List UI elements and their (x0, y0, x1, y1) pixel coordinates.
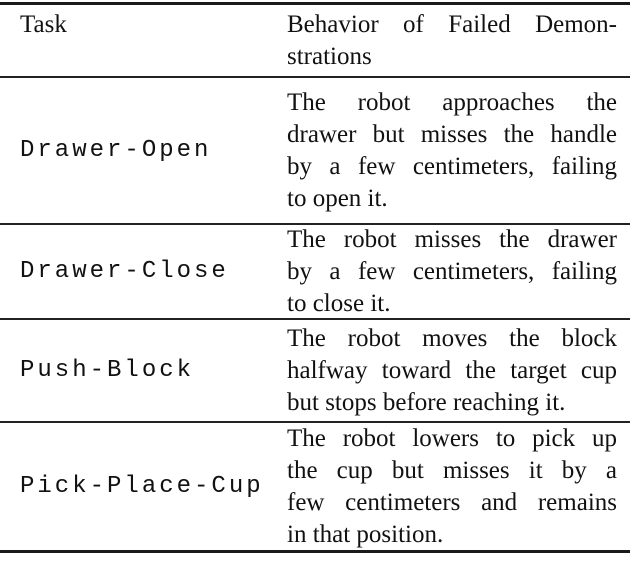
behavior-line: by a few centimeters, failing (287, 257, 617, 285)
task-cell: Pick-Place-Cup (0, 423, 287, 550)
behavior-description: The robot approaches the drawer but miss… (287, 87, 617, 215)
task-cell: Push-Block (0, 320, 287, 421)
behavior-line: to close it. (287, 289, 391, 317)
behavior-cell: The robot moves the block halfway toward… (287, 320, 630, 421)
table-row-drawer-open: Drawer-Open The robot approaches the dra… (0, 78, 630, 225)
behavior-line: to open it. (287, 184, 388, 212)
table-row-push-block: Push-Block The robot moves the block hal… (0, 320, 630, 423)
behavior-line: The robot lowers to pick up (287, 424, 617, 452)
behavior-line: halfway toward the target cup (287, 356, 617, 384)
task-name: Drawer-Close (20, 257, 229, 285)
behavior-cell: The robot approaches the drawer but miss… (287, 78, 630, 223)
behavior-cell: The robot misses the drawer by a few cen… (287, 225, 630, 318)
behavior-description: The robot moves the block halfway toward… (287, 323, 617, 419)
table-row-pick-place-cup: Pick-Place-Cup The robot lowers to pick … (0, 423, 630, 550)
header-task-cell: Task (0, 5, 287, 76)
header-behavior-cell: Behavior of Failed Demon- strations (287, 5, 630, 76)
task-name: Pick-Place-Cup (20, 472, 264, 500)
behavior-description: The robot misses the drawer by a few cen… (287, 224, 617, 320)
behavior-cell: The robot lowers to pick up the cup but … (287, 423, 630, 550)
table-row-drawer-close: Drawer-Close The robot misses the drawer… (0, 225, 630, 320)
failed-demonstrations-table: Task Behavior of Failed Demon- strations… (0, 2, 630, 553)
header-behavior-line: Behavior of Failed Demon- (287, 11, 617, 38)
behavior-line: the cup but misses it by a (287, 456, 617, 484)
task-name: Push-Block (20, 356, 195, 384)
header-task-label: Task (20, 11, 67, 38)
header-behavior-label: Behavior of Failed Demon- strations (287, 9, 617, 73)
task-name: Drawer-Open (20, 136, 212, 164)
behavior-line: The robot moves the block (287, 324, 617, 352)
table-header-row: Task Behavior of Failed Demon- strations (0, 5, 630, 78)
behavior-line: by a few centimeters, failing (287, 152, 617, 180)
task-cell: Drawer-Close (0, 225, 287, 318)
behavior-line: drawer but misses the handle (287, 120, 617, 148)
behavior-description: The robot lowers to pick up the cup but … (287, 423, 617, 551)
behavior-line: The robot misses the drawer (287, 225, 617, 253)
behavior-line: few centimeters and remains (287, 488, 617, 516)
task-cell: Drawer-Open (0, 78, 287, 223)
behavior-line: The robot approaches the (287, 88, 617, 116)
behavior-line: in that position. (287, 520, 444, 548)
header-behavior-line: strations (287, 43, 372, 70)
behavior-line: but stops before reaching it. (287, 388, 566, 416)
